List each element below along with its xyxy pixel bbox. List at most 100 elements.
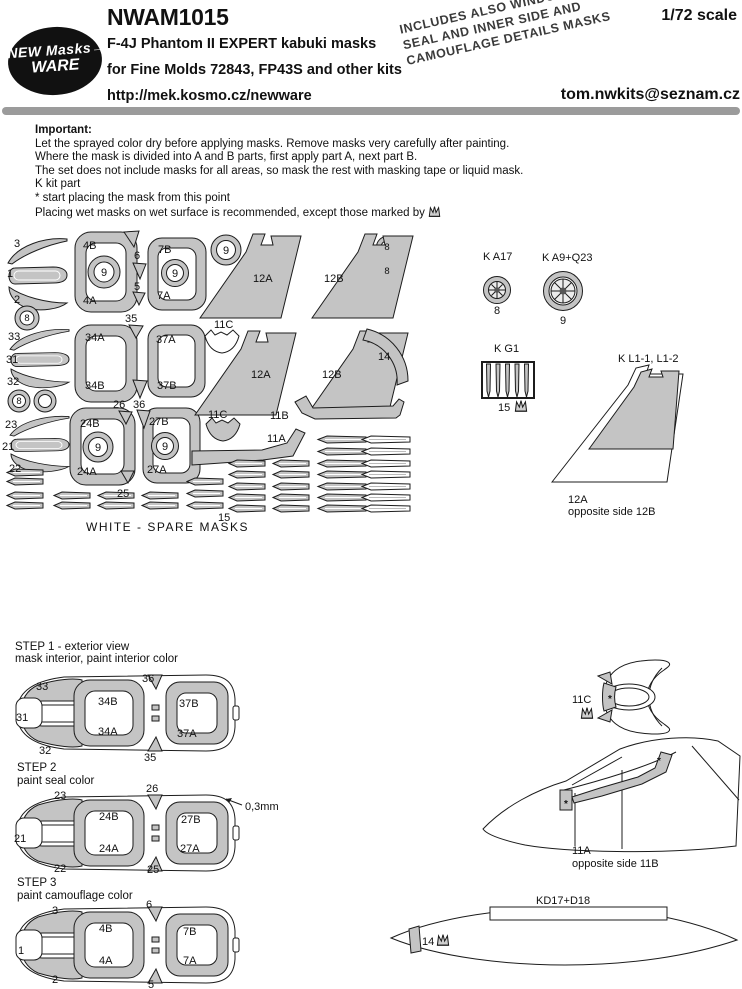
svg-text:9: 9 (223, 245, 229, 257)
svg-text:3: 3 (14, 238, 20, 250)
panel-labels: K A17 8 K A9+Q23 9 K G1 15 K L1-1, L1-2 … (483, 251, 679, 518)
sheet-labels: 3 1 2 8 4B 9 4A 6 5 7B 9 7A 9 8 8 12A 12… (2, 238, 390, 534)
svg-text:36: 36 (133, 399, 145, 411)
svg-text:25: 25 (117, 488, 129, 500)
svg-text:22: 22 (54, 863, 66, 875)
logo-arrow-icon: → (90, 38, 107, 56)
step2-labels: 26 23 24B 27B 21 24A 27A 22 25 0,3mm (14, 783, 279, 876)
svg-text:34B: 34B (98, 696, 118, 708)
arc-mask-14 (362, 328, 409, 386)
svg-text:14: 14 (378, 351, 390, 363)
svg-text:31: 31 (16, 712, 28, 724)
svg-text:24B: 24B (80, 418, 100, 430)
frame-mask-4 (74, 231, 138, 313)
svg-text:32: 32 (39, 745, 51, 757)
step2-subtitle: paint seal color (17, 775, 95, 787)
svg-text:23: 23 (54, 790, 66, 802)
svg-text:24A: 24A (77, 466, 97, 478)
svg-text:K G1: K G1 (494, 343, 519, 355)
svg-text:24B: 24B (99, 811, 119, 823)
svg-text:4B: 4B (83, 240, 96, 252)
step1-labels: 36 33 34B 37B 31 34A 37A 32 35 (16, 673, 199, 764)
svg-text:11A: 11A (267, 433, 286, 445)
spare-masks-caption: WHITE - SPARE MASKS (86, 520, 249, 534)
newware-logo: NEW Masks→ WARE (5, 23, 107, 99)
svg-text:8: 8 (494, 305, 500, 317)
svg-text:7B: 7B (183, 926, 196, 938)
step1-title: STEP 1 - exterior view (15, 641, 130, 653)
svg-text:4A: 4A (83, 295, 97, 307)
important-notes: Important: Let the sprayed color dry bef… (35, 124, 705, 220)
svg-text:4A: 4A (99, 955, 113, 967)
website-url: http://mek.kosmo.cz/newware (107, 88, 312, 104)
frame-mask-34 (74, 324, 138, 403)
wet-mark-icon (514, 400, 528, 412)
svg-text:27B: 27B (181, 814, 201, 826)
step2-title: STEP 2 (17, 762, 57, 774)
wheel-hub-a17 (483, 276, 511, 304)
svg-text:34A: 34A (85, 332, 105, 344)
frame-mask-7 (147, 237, 207, 311)
svg-text:9: 9 (101, 267, 107, 279)
svg-text:32: 32 (7, 376, 19, 388)
divider-bar (2, 107, 740, 115)
wet-mark-icon (580, 707, 594, 719)
svg-text:*: * (564, 799, 568, 810)
svg-text:8: 8 (384, 242, 389, 253)
svg-text:35: 35 (125, 313, 137, 325)
svg-text:25: 25 (147, 864, 159, 876)
mask-11a (191, 428, 306, 466)
svg-text:21: 21 (14, 833, 26, 845)
svg-text:7A: 7A (183, 955, 197, 967)
svg-text:11A: 11A (572, 845, 591, 857)
windscreen-front-view: * 11C (572, 659, 671, 735)
note-line: * start placing the mask from this point (35, 191, 230, 204)
notes-heading: Important: (35, 124, 92, 136)
frame-mask-37 (147, 324, 206, 398)
svg-text:4B: 4B (99, 923, 112, 935)
step1-subtitle: mask interior, paint interior color (15, 653, 178, 665)
contact-email: tom.nwkits@seznam.cz (560, 86, 740, 103)
note-line: Where the mask is divided into A and B p… (35, 151, 418, 164)
svg-text:KD17+D18: KD17+D18 (536, 895, 590, 907)
svg-text:27A: 27A (147, 464, 167, 476)
mask-11c (205, 417, 241, 442)
wet-mark-icon (428, 206, 441, 218)
svg-text:9: 9 (560, 315, 566, 327)
svg-text:*: * (608, 694, 612, 705)
svg-text:33: 33 (36, 681, 48, 693)
svg-text:9: 9 (172, 268, 178, 280)
svg-text:37A: 37A (156, 334, 176, 346)
product-title: F-4J Phantom II EXPERT kabuki masks (107, 36, 377, 52)
svg-text:11C: 11C (214, 319, 233, 331)
svg-text:23: 23 (5, 419, 17, 431)
svg-text:35: 35 (144, 752, 156, 764)
wheel-hub-a9-q23 (543, 271, 583, 311)
svg-text:12B: 12B (324, 273, 344, 285)
svg-text:12A: 12A (251, 369, 271, 381)
svg-text:15: 15 (498, 402, 510, 414)
svg-text:37A: 37A (177, 728, 197, 740)
svg-text:34B: 34B (85, 380, 105, 392)
svg-text:27A: 27A (180, 843, 200, 855)
fuselage-bottom-view: KD17+D18 14 (389, 895, 739, 966)
note-line: K kit part (35, 178, 81, 191)
svg-text:opposite side 12B: opposite side 12B (568, 506, 655, 518)
svg-text:14: 14 (422, 936, 434, 948)
svg-text:11C: 11C (208, 409, 227, 421)
svg-text:K L1-1, L1-2: K L1-1, L1-2 (618, 353, 679, 365)
step3-canopy-view (15, 906, 240, 984)
step3-subtitle: paint camouflage color (17, 890, 133, 902)
features-stamp: INCLUDES ALSO WINDOWS SEAL AND INNER SID… (398, 0, 682, 69)
svg-text:*: * (657, 756, 661, 767)
svg-text:24A: 24A (99, 843, 119, 855)
svg-text:2: 2 (14, 294, 20, 306)
svg-text:31: 31 (6, 354, 18, 366)
svg-text:5: 5 (134, 281, 140, 293)
svg-text:12A: 12A (253, 273, 273, 285)
svg-text:5: 5 (148, 979, 154, 989)
svg-text:37B: 37B (179, 698, 199, 710)
frame-mask-24 (69, 407, 136, 486)
svg-text:opposite side 11B: opposite side 11B (572, 858, 659, 870)
svg-text:6: 6 (146, 899, 152, 911)
